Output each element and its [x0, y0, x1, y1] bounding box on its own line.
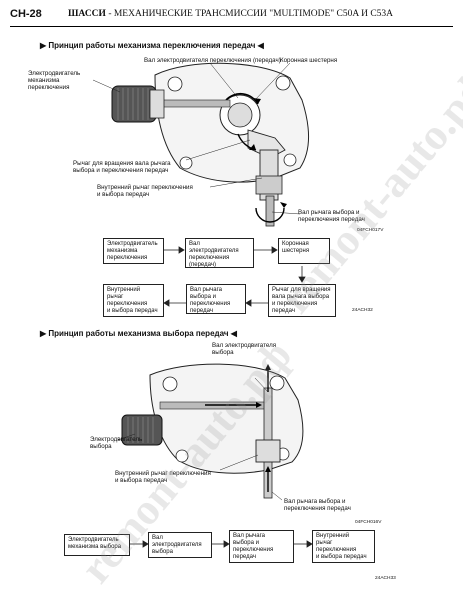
section2-title-text: Принцип работы механизма выбора передач [48, 329, 229, 338]
page-title: ШАССИ - МЕХАНИЧЕСКИЕ ТРАНСМИССИИ "MULTIM… [68, 9, 393, 19]
flow1-id: 24ACH32 [352, 308, 373, 313]
label-crown-gear: Коронная шестерня [280, 57, 338, 64]
flow1-box-shaft: Вал электродвигателя переключения (перед… [185, 238, 254, 268]
flow1-arrows [163, 246, 306, 307]
label-shaft-motor-shift: Вал электродвигателя переключения (перед… [144, 57, 281, 64]
flow2-id: 24ACH33 [375, 576, 396, 581]
flow1-box-motor: Электродвигатель механизма переключения [103, 238, 164, 264]
label-shaft-motor-select: Вал электродвигателя выбора [212, 342, 277, 357]
flow1-box-inner-lever: Внутренний рычаг переключения и выбора п… [103, 284, 164, 317]
page-code: CH-28 [10, 8, 42, 20]
flow2-box-motor: Электродвигатель механизма выбора [64, 534, 130, 556]
label-shift-motor: Электродвигатель механизма переключения [28, 70, 81, 92]
flow1-box-shaft-lever: Вал рычага выбора и переключения передач [186, 284, 246, 314]
label-inner-lever: Внутренний рычаг переключения и выбора п… [97, 184, 193, 199]
label-select-motor: Электродвигатель выбора [90, 436, 143, 451]
flow2-box-shaft: Вал электродвигателя выбора [148, 532, 212, 558]
figure1-drawing [92, 62, 309, 227]
flow2-arrows [130, 540, 313, 548]
figure2-id: 04FCH016V [355, 520, 382, 525]
section1-title: ▶ Принцип работы механизма переключения … [40, 41, 264, 50]
label-lever-rotate: Рычаг для вращения вала рычага выбора и … [73, 160, 171, 175]
flow1-box-lever-rotate: Рычаг для вращения вала рычага выбора и … [268, 284, 336, 317]
section2-title: ▶ Принцип работы механизма выбора переда… [40, 329, 237, 338]
title-rest: - МЕХАНИЧЕСКИЕ ТРАНСМИССИИ "MULTIMODE" C… [105, 9, 394, 19]
figure2-drawing [117, 363, 304, 501]
title-bold: ШАССИ [68, 9, 106, 19]
flow1-box-crown-gear: Коронная шестерня [278, 238, 330, 264]
section1-title-text: Принцип работы механизма переключения пе… [48, 41, 256, 50]
label-inner-lever-2: Внутренний рычаг переключения и выбора п… [115, 470, 211, 485]
label-shaft-lever: Вал рычага выбора и переключения передач [298, 209, 365, 224]
flow2-box-inner-lever: Внутренний рычаг переключения и выбора п… [312, 530, 375, 563]
label-shaft-lever-2: Вал рычага выбора и переключения передач [284, 498, 351, 513]
flow2-box-shaft-lever: Вал рычага выбора и переключения передач [229, 530, 294, 563]
page-header: CH-28 ШАССИ - МЕХАНИЧЕСКИЕ ТРАНСМИССИИ "… [10, 6, 453, 27]
figure1-id: 04FCH017V [357, 228, 384, 233]
